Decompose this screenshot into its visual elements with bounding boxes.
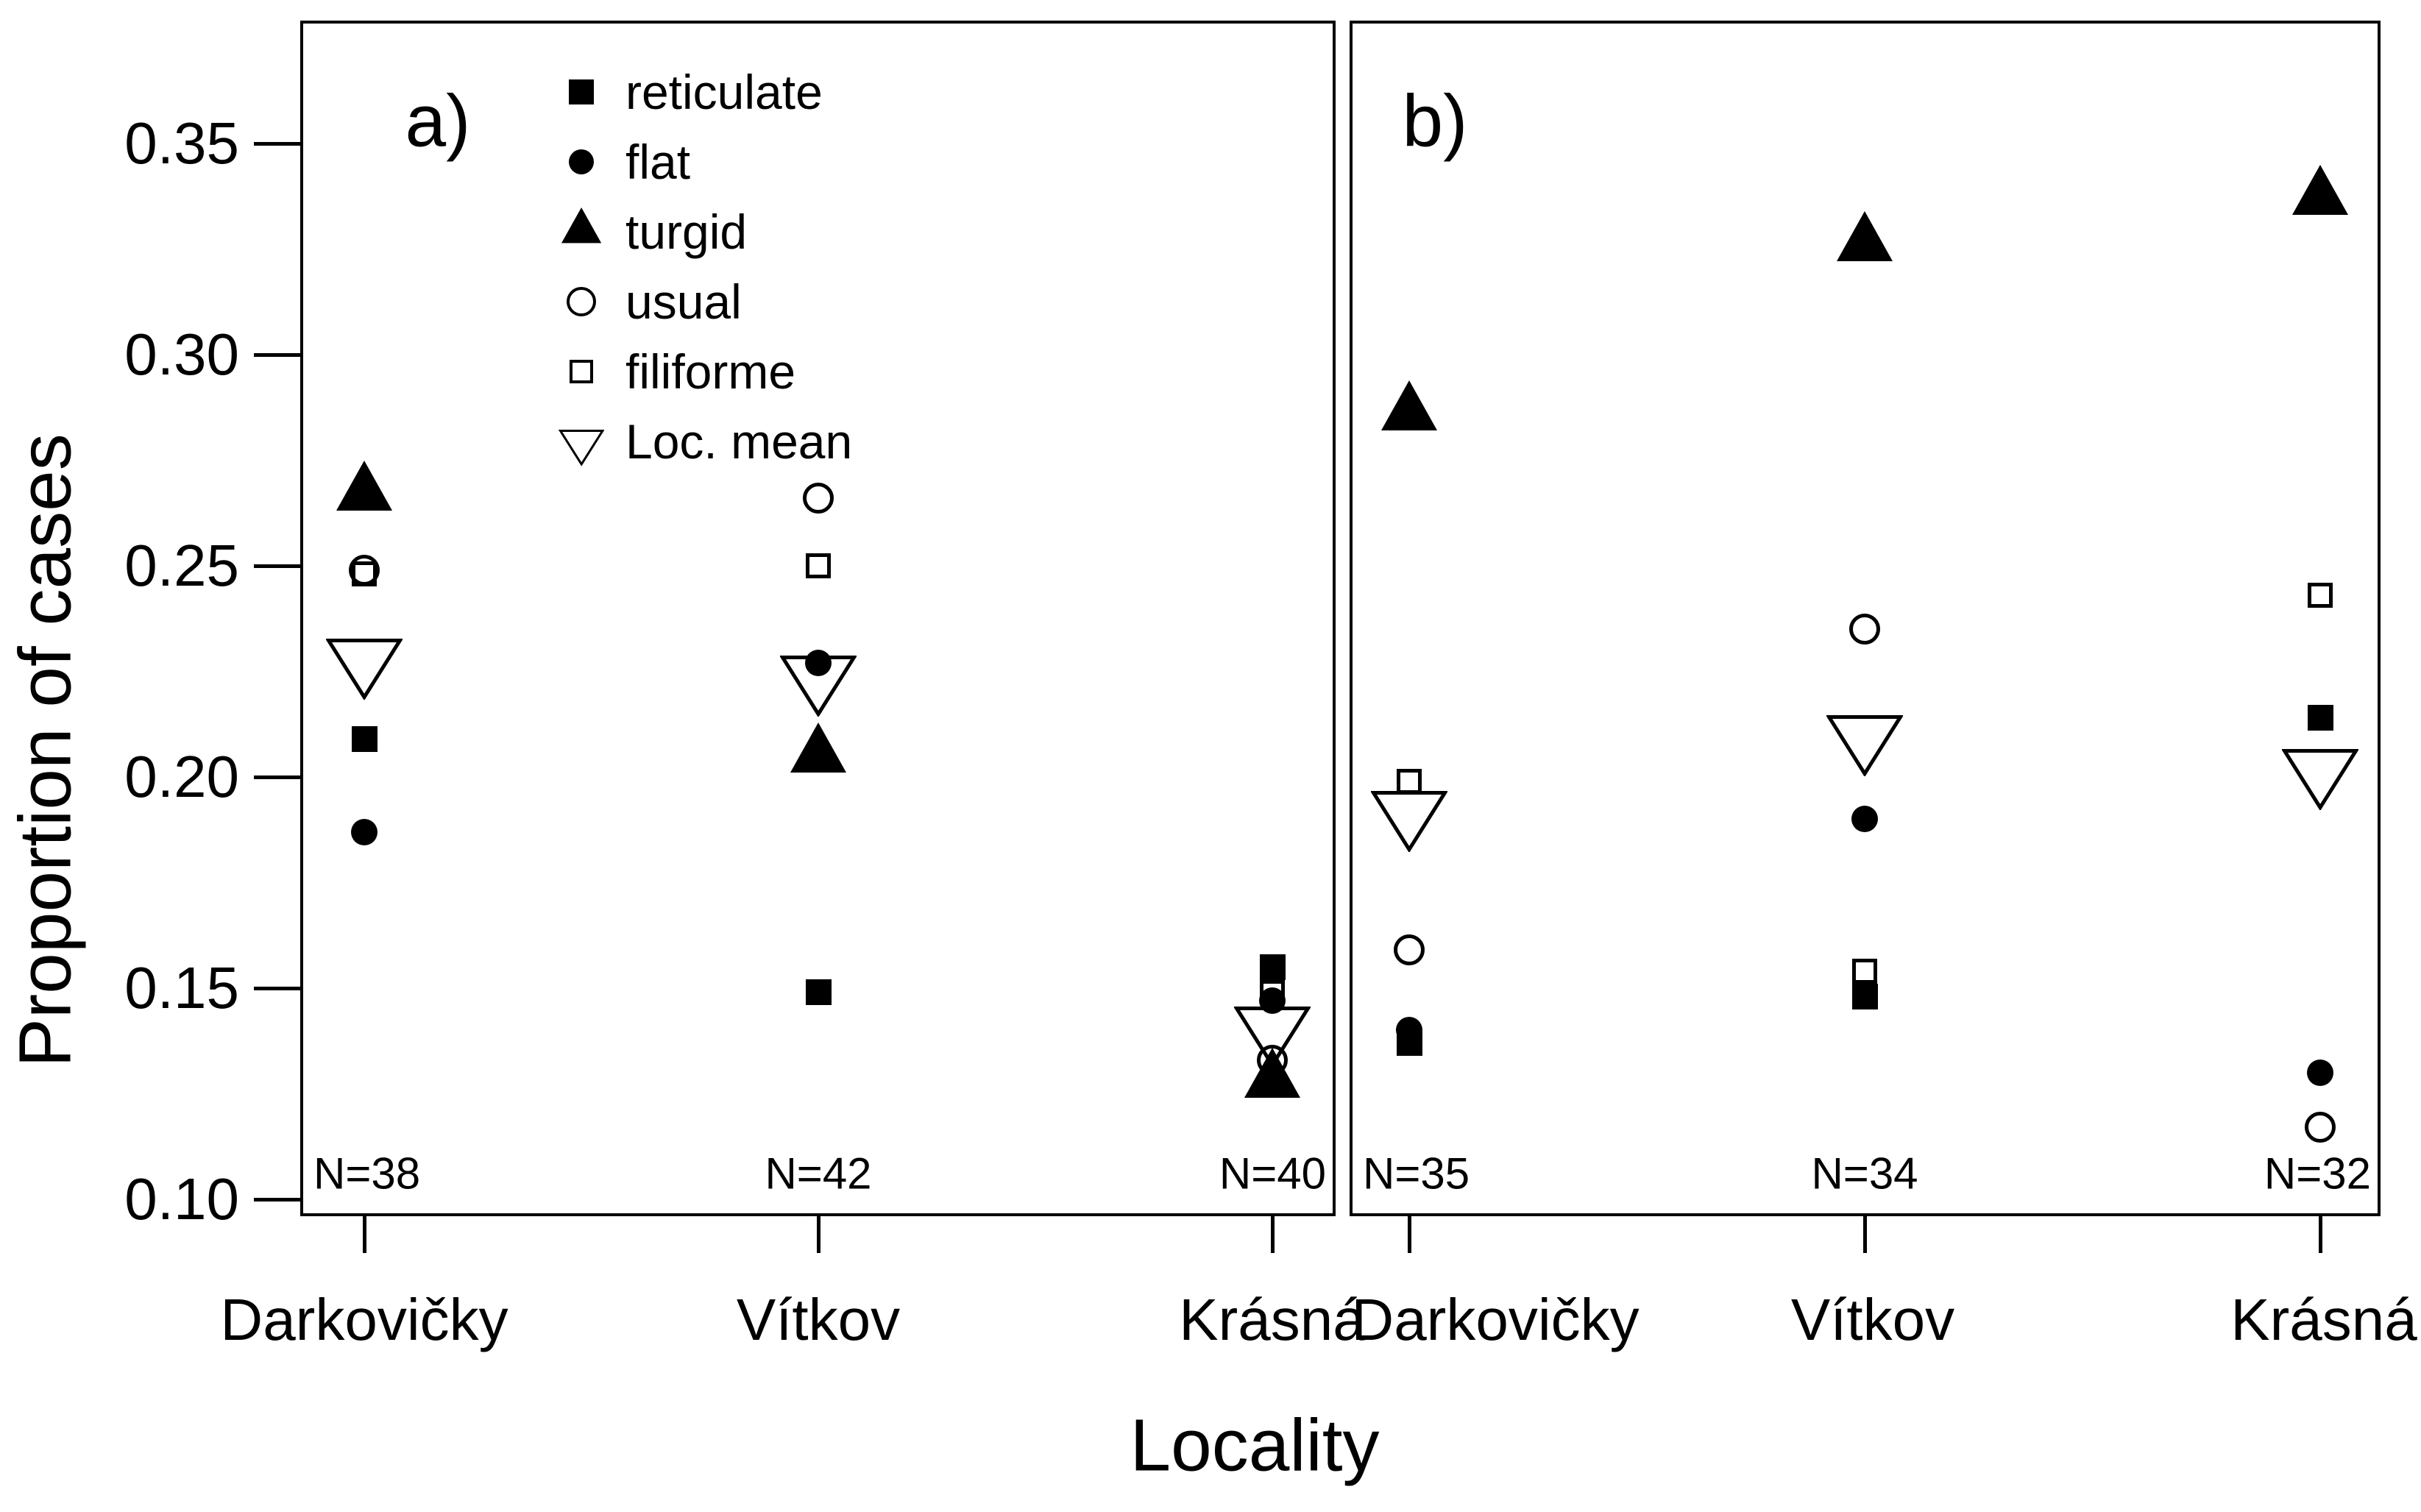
- open-square-icon: [569, 359, 594, 384]
- x-tick-v-tkov: [1863, 1216, 1867, 1253]
- panel-b-tag: b): [1402, 79, 1468, 163]
- y-tick-0.20: [254, 775, 300, 779]
- x-tick-v-tkov: [817, 1216, 820, 1253]
- x-tick-kr-sn: [1271, 1216, 1275, 1253]
- marker-reticulate-a-v-tkov: [805, 979, 832, 1006]
- marker-flat-a-v-tkov: [805, 650, 832, 677]
- marker-flat-a-darkovi-ky: [351, 818, 377, 845]
- n-label-kr-sn-a: N=40: [1219, 1149, 1326, 1199]
- panel-a-tag: a): [405, 79, 471, 163]
- open-circle-icon: [567, 287, 596, 316]
- marker-filiforme-a-v-tkov: [806, 553, 831, 578]
- marker-reticulate-b-kr-sn: [2307, 705, 2333, 731]
- marker-flat-b-darkovi-ky: [1396, 1017, 1422, 1044]
- legend-label-flat: flat: [625, 135, 691, 189]
- y-tick-label-0.35: 0.35: [124, 110, 239, 176]
- marker-usual-a-kr-sn: [1257, 1044, 1288, 1076]
- marker-loc-mean-a-v-tkov: [780, 656, 857, 717]
- marker-turgid-a-darkovi-ky: [336, 460, 392, 511]
- filled-square-icon: [569, 79, 594, 104]
- marker-loc-mean-a-kr-sn: [1234, 1006, 1311, 1068]
- y-tick-label-0.20: 0.20: [124, 744, 239, 809]
- legend-label-usual: usual: [625, 274, 742, 329]
- marker-filiforme-a-darkovi-ky: [352, 561, 377, 587]
- marker-loc-mean-a-darkovi-ky: [326, 639, 403, 700]
- legend-label-filiforme: filiforme: [625, 344, 796, 399]
- y-axis-title: Proportion of cases: [4, 433, 87, 1068]
- marker-usual-b-darkovi-ky: [1394, 934, 1425, 966]
- marker-filiforme-b-v-tkov: [1852, 959, 1877, 984]
- x-tick-darkovi-ky: [1408, 1216, 1411, 1253]
- y-tick-label-0.25: 0.25: [124, 533, 239, 598]
- marker-flat-b-v-tkov: [1851, 806, 1878, 833]
- marker-turgid-b-kr-sn: [2292, 164, 2348, 215]
- open-triangle-down-icon: [558, 430, 605, 466]
- legend-label-reticulate: reticulate: [625, 65, 823, 119]
- x-tick-label-darkovi-ky: Darkovičky: [220, 1287, 508, 1352]
- x-tick-label-v-tkov: Vítkov: [1790, 1287, 1955, 1352]
- n-label-darkovi-ky-b: N=35: [1363, 1149, 1470, 1199]
- marker-filiforme-b-kr-sn: [2308, 583, 2333, 608]
- marker-usual-b-kr-sn: [2305, 1112, 2336, 1143]
- marker-turgid-b-v-tkov: [1837, 211, 1893, 262]
- n-label-v-tkov-b: N=34: [1811, 1149, 1918, 1199]
- marker-flat-b-kr-sn: [2307, 1059, 2333, 1086]
- legend-label-loc-mean: Loc. mean: [625, 414, 853, 469]
- n-label-darkovi-ky-a: N=38: [313, 1149, 421, 1199]
- y-tick-0.10: [254, 1198, 300, 1202]
- y-tick-label-0.30: 0.30: [124, 322, 239, 387]
- marker-filiforme-a-kr-sn: [1260, 979, 1285, 1005]
- n-label-kr-sn-b: N=32: [2264, 1149, 2371, 1199]
- filled-circle-icon: [568, 149, 595, 175]
- y-tick-label-0.10: 0.10: [124, 1166, 239, 1232]
- x-tick-label-kr-sn: Krásná: [2230, 1287, 2417, 1352]
- y-tick-0.25: [254, 564, 300, 568]
- y-tick-0.30: [254, 353, 300, 357]
- x-tick-label-darkovi-ky: Darkovičky: [1351, 1287, 1640, 1352]
- x-tick-kr-sn: [2319, 1216, 2322, 1253]
- legend-label-turgid: turgid: [625, 205, 748, 259]
- y-tick-label-0.15: 0.15: [124, 955, 239, 1021]
- marker-usual-a-v-tkov: [803, 483, 834, 514]
- marker-reticulate-a-kr-sn: [1259, 954, 1286, 980]
- x-axis-title: Locality: [1130, 1404, 1380, 1487]
- marker-turgid-b-darkovi-ky: [1381, 380, 1437, 430]
- marker-turgid-a-v-tkov: [790, 722, 846, 773]
- x-tick-label-v-tkov: Vítkov: [736, 1287, 901, 1352]
- marker-usual-b-v-tkov: [1849, 614, 1880, 645]
- n-label-v-tkov-a: N=42: [765, 1149, 872, 1199]
- marker-reticulate-a-darkovi-ky: [351, 725, 377, 752]
- x-tick-darkovi-ky: [363, 1216, 366, 1253]
- x-tick-label-kr-sn: Krásná: [1179, 1287, 1366, 1352]
- marker-loc-mean-b-v-tkov: [1826, 714, 1903, 776]
- y-tick-0.35: [254, 142, 300, 146]
- marker-loc-mean-b-darkovi-ky: [1371, 790, 1447, 852]
- y-tick-0.15: [254, 987, 300, 990]
- marker-reticulate-b-v-tkov: [1851, 983, 1878, 1009]
- panel-a-box: [300, 21, 1336, 1216]
- panel-b-box: [1350, 21, 2381, 1216]
- filled-triangle-icon: [561, 207, 602, 244]
- marker-loc-mean-b-kr-sn: [2282, 748, 2358, 810]
